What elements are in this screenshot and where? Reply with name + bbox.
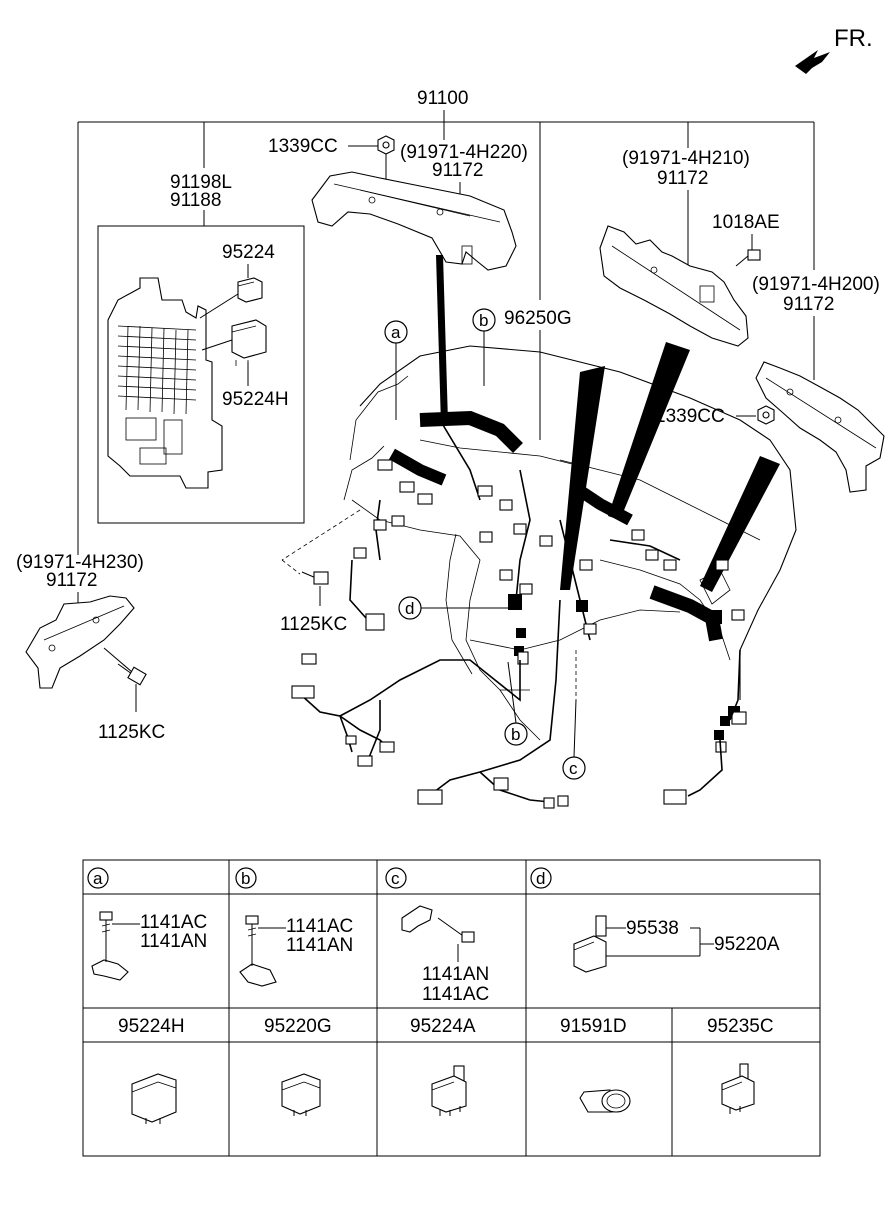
svg-text:d: d xyxy=(536,869,545,888)
connector-91591D-icon xyxy=(579,1089,631,1113)
nut-right-label: 1339CC xyxy=(655,406,725,427)
bolt-left-2-label: 1125KC xyxy=(98,722,165,743)
bolt-icon xyxy=(735,249,761,267)
relay-95224-label: 95224 xyxy=(222,242,275,263)
callout-d: d xyxy=(398,596,508,620)
junction-box-part-1: 91198L xyxy=(170,172,232,193)
junction-box-frame xyxy=(97,225,305,524)
right-bracket-1-ref: (91971-4H210) xyxy=(622,148,750,169)
relay-large-icon xyxy=(231,319,267,366)
relay-95224A-icon xyxy=(431,1065,467,1116)
right-bracket-2-ref: (91971-4H200) xyxy=(752,274,880,295)
right-bracket-1-group: (91971-4H210) 91172 1018AE xyxy=(599,148,780,347)
part-95220G: 95220G xyxy=(264,1016,332,1037)
svg-text:1141AN: 1141AN xyxy=(140,931,207,952)
center-bracket-ref: (91971-4H220) xyxy=(400,142,528,163)
svg-text:1141AC: 1141AC xyxy=(422,984,489,1005)
center-bracket-icon xyxy=(311,171,517,271)
screw-icon xyxy=(437,917,475,943)
svg-text:b: b xyxy=(241,869,250,888)
table-cell-b: b 1141AC 1141AN xyxy=(235,867,353,987)
relay-95224H-label: 95224H xyxy=(222,389,289,410)
callout-c: c xyxy=(562,699,586,780)
clip-icon xyxy=(91,959,129,981)
relay-bracket-icon xyxy=(573,915,607,973)
dashboard-harness-illustration xyxy=(281,255,797,809)
nut-top-label: 1339CC xyxy=(268,136,338,157)
right-bracket-1-part: 91172 xyxy=(657,168,708,189)
svg-text:1141AN: 1141AN xyxy=(422,964,489,985)
front-label: FR. xyxy=(834,25,873,52)
svg-text:c: c xyxy=(569,759,578,778)
junction-box-group: 91198L 91188 xyxy=(97,172,305,524)
nut-icon xyxy=(377,135,395,155)
bolt-right-label: 1018AE xyxy=(712,212,780,233)
svg-text:d: d xyxy=(405,599,414,618)
screw-icon xyxy=(99,911,113,940)
relay-95235C-icon xyxy=(721,1063,755,1114)
bolt-left-2-icon xyxy=(117,663,147,686)
relay-small-icon xyxy=(237,277,263,303)
svg-text:1141AC: 1141AC xyxy=(286,916,353,937)
left-bracket-group: (91971-4H230) 91172 1125KC 1125KC xyxy=(16,552,347,743)
table-cell-d: d 95538 95220A xyxy=(530,867,780,973)
clip-icon xyxy=(239,963,277,987)
right-bracket-2-group: (91971-4H200) 91172 1339CC xyxy=(655,274,885,493)
callout-b-bottom: b xyxy=(504,661,528,746)
center-bracket-group: 1339CC (91971-4H220) 91172 xyxy=(268,135,528,271)
table-cell-c: c 1141AN 1141AC xyxy=(385,867,489,1005)
relay-95224H-icon xyxy=(131,1073,177,1124)
svg-text:a: a xyxy=(93,869,103,888)
junction-box-part-2: 91188 xyxy=(170,190,221,211)
bolt-left-1-label: 1125KC xyxy=(280,614,347,635)
nut-right-icon xyxy=(757,405,775,425)
callout-a: a xyxy=(384,320,408,420)
front-direction-indicator: FR. xyxy=(795,25,873,74)
part-95224H: 95224H xyxy=(118,1016,185,1037)
main-harness-bracket: 91100 xyxy=(77,88,815,555)
svg-text:95220A: 95220A xyxy=(714,934,780,955)
screw-icon xyxy=(245,915,259,944)
center-bracket-part: 91172 xyxy=(432,160,483,181)
relay-95220G-icon xyxy=(281,1073,321,1116)
svg-text:1141AC: 1141AC xyxy=(140,912,207,933)
bolt-left-1-icon xyxy=(301,571,329,585)
part-91591D: 91591D xyxy=(560,1016,627,1037)
svg-text:b: b xyxy=(511,725,520,744)
svg-text:a: a xyxy=(391,323,401,342)
parts-table: a 1141AC 1141AN b 1141AC xyxy=(82,859,821,1157)
right-bracket-2-part: 91172 xyxy=(783,294,834,315)
table-cell-a: a 1141AC 1141AN xyxy=(87,867,207,981)
right-bracket-1-icon xyxy=(599,225,749,347)
front-arrow-icon xyxy=(795,50,830,74)
connector-96250G-label: 96250G xyxy=(504,308,572,329)
main-harness-label: 91100 xyxy=(417,88,468,109)
part-95224A: 95224A xyxy=(410,1016,476,1037)
left-bracket-part: 91172 xyxy=(46,570,97,591)
bracket-clip-icon xyxy=(401,905,433,933)
left-bracket-ref: (91971-4H230) xyxy=(16,552,144,573)
callout-b-top: b xyxy=(472,308,496,386)
svg-text:b: b xyxy=(479,311,488,330)
part-95235C: 95235C xyxy=(707,1016,774,1037)
left-bracket-icon xyxy=(25,595,135,689)
svg-text:95538: 95538 xyxy=(626,918,679,939)
svg-text:1141AN: 1141AN xyxy=(286,935,353,956)
junction-box-icon xyxy=(107,277,223,489)
svg-text:c: c xyxy=(391,869,400,888)
